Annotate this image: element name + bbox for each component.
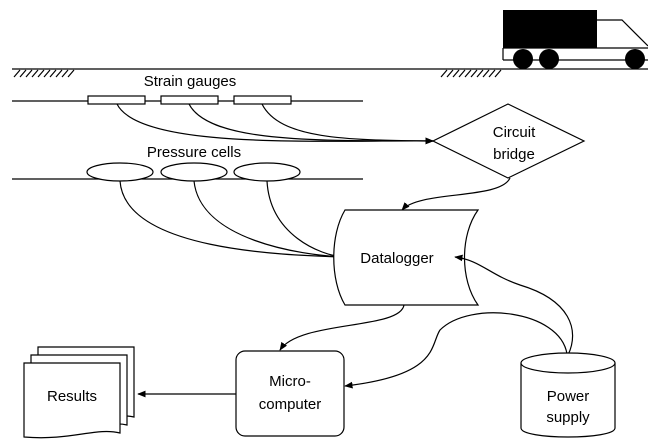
circuit-bridge-label-line2: bridge bbox=[493, 146, 535, 163]
power-supply-label-line1: Power bbox=[547, 388, 590, 405]
power-supply: Power supply bbox=[520, 352, 616, 438]
strain-gauge-wires bbox=[116, 103, 434, 145]
datalogger-label: Datalogger bbox=[360, 250, 433, 267]
microcomputer: Micro- computer bbox=[235, 350, 345, 437]
strain-gauge-layer: Strain gauges bbox=[12, 73, 363, 105]
pressure-cell-1 bbox=[86, 162, 154, 182]
circuit-bridge: Circuit bridge bbox=[431, 103, 586, 179]
power-to-datalogger-arrow bbox=[454, 254, 574, 356]
datalogger-to-microcomputer-arrow bbox=[279, 304, 405, 351]
ground-hatch-left bbox=[13, 69, 75, 78]
bridge-to-datalogger-arrow bbox=[401, 177, 511, 211]
truck-icon bbox=[502, 10, 648, 69]
pressure-cell-3 bbox=[233, 162, 301, 182]
pressure-cells-label: Pressure cells bbox=[147, 144, 241, 161]
strain-gauges-label: Strain gauges bbox=[144, 73, 237, 90]
microcomputer-label-line2: computer bbox=[259, 396, 322, 413]
circuit-bridge-label-line1: Circuit bbox=[493, 124, 536, 141]
strain-gauge-2 bbox=[160, 95, 219, 105]
results-label: Results bbox=[47, 388, 97, 405]
pressure-cell-2 bbox=[160, 162, 228, 182]
pressure-cell-wires bbox=[119, 180, 344, 261]
datalogger: Datalogger bbox=[333, 209, 480, 306]
ground-hatch-right bbox=[440, 69, 502, 78]
power-to-microcomputer-arrow bbox=[344, 312, 568, 389]
strain-gauge-1 bbox=[87, 95, 146, 105]
ground-surface bbox=[12, 68, 648, 78]
microcomputer-label-line1: Micro- bbox=[269, 373, 311, 390]
results-documents: Results bbox=[23, 346, 135, 439]
strain-gauge-3 bbox=[233, 95, 292, 105]
power-supply-label-line2: supply bbox=[546, 409, 590, 426]
pressure-cell-layer: Pressure cells bbox=[12, 144, 363, 182]
